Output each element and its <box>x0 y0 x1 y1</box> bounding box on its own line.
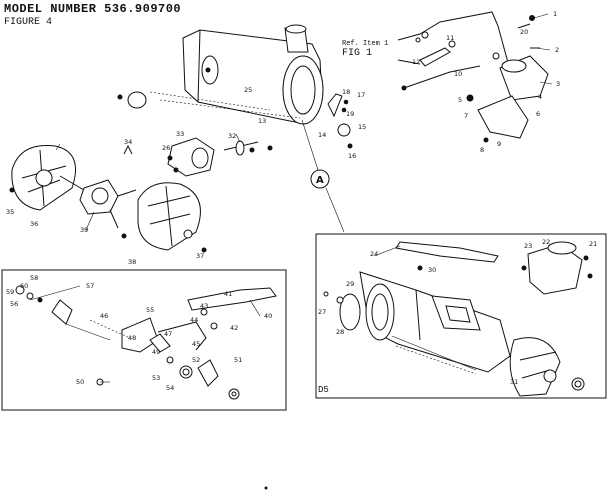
part-label-44: 44 <box>190 316 198 324</box>
part-label-22: 22 <box>542 238 550 246</box>
part-label-54: 54 <box>166 384 174 392</box>
part-label-16: 16 <box>348 152 356 160</box>
part-label-11: 11 <box>446 34 454 42</box>
part-label-18: 18 <box>342 88 350 96</box>
part-label-24: 24 <box>370 250 378 258</box>
leader-lines <box>55 13 553 317</box>
deflector-disc <box>117 91 147 109</box>
part-label-3: 3 <box>556 80 560 88</box>
fig-reference: FIG 1 <box>342 48 373 59</box>
pin-34 <box>123 144 133 155</box>
traction-linkage-drawing <box>15 285 277 400</box>
part-label-52: 52 <box>192 356 200 364</box>
bottom-mark <box>264 486 268 490</box>
part-label-26: 26 <box>162 144 170 152</box>
ref-item-callout: Ref. Item 1 <box>342 40 389 48</box>
part-label-39: 39 <box>80 226 88 234</box>
part-label-25: 25 <box>244 86 252 94</box>
part-label-34: 34 <box>124 138 132 146</box>
part-label-41: 41 <box>224 290 232 298</box>
misc-hardware-top <box>492 15 540 60</box>
part-label-28: 28 <box>336 328 344 336</box>
auger-housing-drawing <box>149 24 324 125</box>
part-label-60: 60 <box>20 282 28 290</box>
gear-case <box>59 175 137 229</box>
part-label-49: 49 <box>152 348 160 356</box>
part-label-19: 19 <box>346 110 354 118</box>
part-label-57: 57 <box>86 282 94 290</box>
part-label-56: 56 <box>10 300 18 308</box>
part-label-21: 21 <box>589 240 597 248</box>
drive-shaft-32 <box>223 140 273 156</box>
part-label-1: 1 <box>553 10 557 18</box>
part-label-53: 53 <box>152 374 160 382</box>
part-label-12: 12 <box>412 58 420 66</box>
part-label-45: 45 <box>192 340 200 348</box>
detail-box-left <box>1 269 287 411</box>
part-label-35: 35 <box>6 208 14 216</box>
part-label-15: 15 <box>358 123 366 131</box>
model-number-title: MODEL NUMBER 536.909700 <box>4 2 182 16</box>
part-label-33: 33 <box>176 130 184 138</box>
part-label-48: 48 <box>128 334 136 342</box>
part-label-30: 30 <box>428 266 436 274</box>
connector-a: A <box>301 119 345 233</box>
part-label-36: 36 <box>30 220 38 228</box>
part-label-8: 8 <box>480 146 484 154</box>
part-label-40: 40 <box>264 312 272 320</box>
part-label-14: 14 <box>318 131 326 139</box>
part-label-47: 47 <box>164 330 172 338</box>
part-label-50: 50 <box>76 378 84 386</box>
part-label-4: 4 <box>538 93 542 101</box>
part-number-labels: 1 2 3 4 5 6 7 8 9 10 11 12 13 14 15 16 1… <box>6 10 597 392</box>
part-label-23: 23 <box>524 242 532 250</box>
figure-label: FIGURE 4 <box>4 17 53 28</box>
section-label: D5 <box>318 385 329 395</box>
part-label-32: 32 <box>228 132 236 140</box>
connector-a-letter: A <box>316 175 324 186</box>
detail-box-right <box>315 233 607 399</box>
part-label-27: 27 <box>318 308 326 316</box>
discharge-chute <box>466 55 549 143</box>
part-label-37: 37 <box>196 252 204 260</box>
part-label-31: 31 <box>510 378 518 386</box>
part-label-51: 51 <box>234 356 242 364</box>
part-label-7: 7 <box>464 112 468 120</box>
part-label-9: 9 <box>497 140 501 148</box>
part-label-6: 6 <box>536 110 540 118</box>
part-label-13: 13 <box>258 117 266 125</box>
part-label-59: 59 <box>6 288 14 296</box>
part-label-46: 46 <box>100 312 108 320</box>
part-label-42: 42 <box>230 324 238 332</box>
part-label-2: 2 <box>555 46 559 54</box>
auger-housing-right-drawing <box>323 241 511 375</box>
part-label-38: 38 <box>128 258 136 266</box>
part-label-20: 20 <box>520 28 528 36</box>
part-label-55: 55 <box>146 306 154 314</box>
crank-linkage <box>327 93 353 149</box>
bearing-housing <box>167 137 215 177</box>
spiral-auger-left <box>121 182 207 253</box>
part-label-58: 58 <box>30 274 38 282</box>
part-label-29: 29 <box>346 280 354 288</box>
spiral-auger-right <box>509 337 585 397</box>
part-label-43: 43 <box>200 302 208 310</box>
chute-crank-assembly <box>397 11 511 91</box>
part-label-5: 5 <box>458 96 462 104</box>
chute-base-right <box>521 241 593 295</box>
part-label-17: 17 <box>357 91 365 99</box>
impeller-fan <box>9 145 76 211</box>
part-label-10: 10 <box>454 70 462 78</box>
